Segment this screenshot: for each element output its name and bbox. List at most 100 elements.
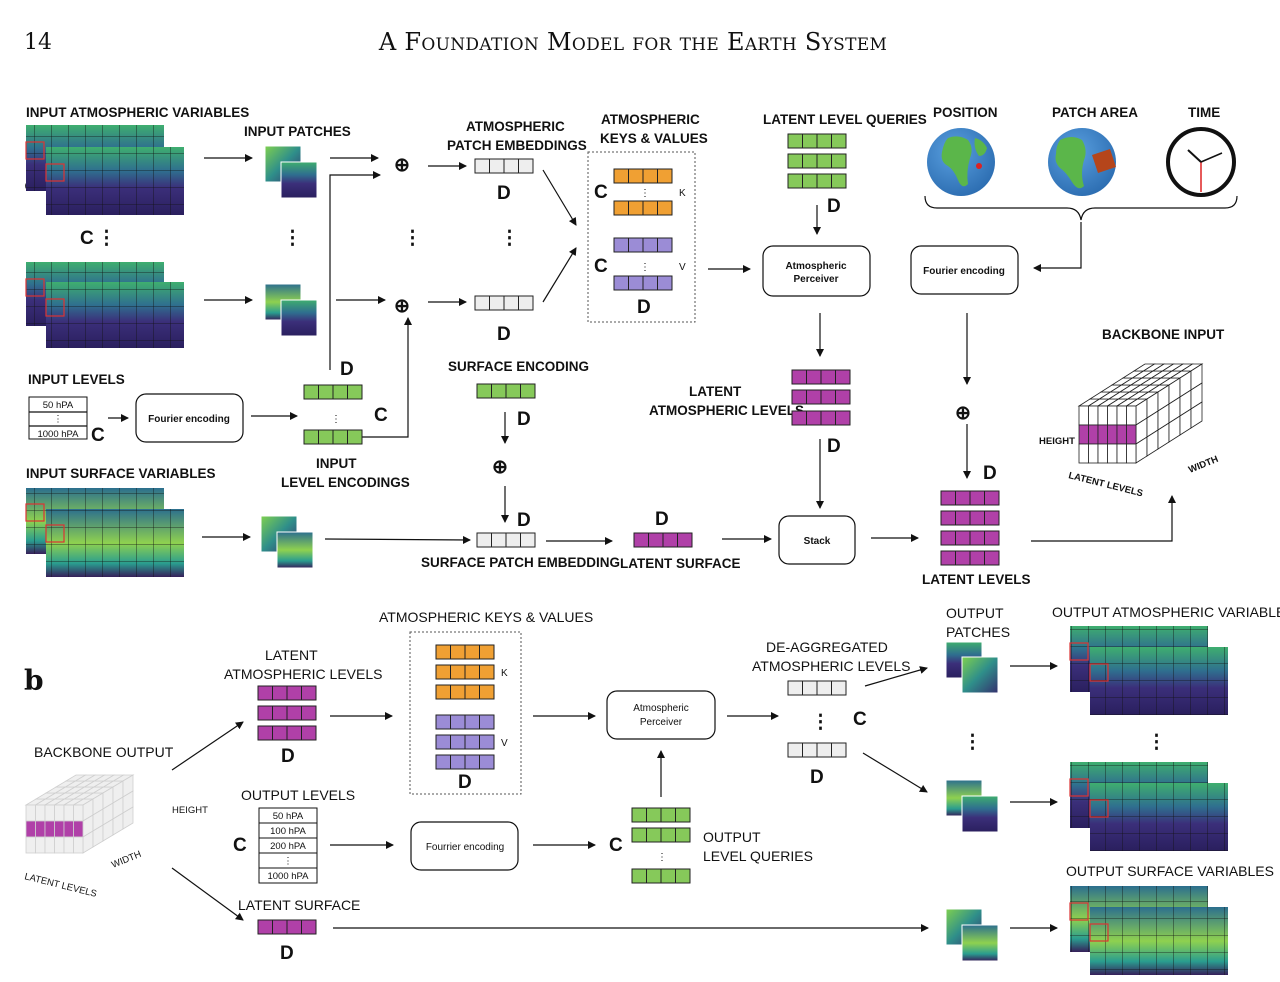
surface-patch-embedding-row <box>476 532 536 548</box>
grouping-brace <box>924 195 1238 221</box>
level-top-value: 50 hPA <box>43 400 74 411</box>
output-query-vector <box>631 868 691 884</box>
add-symbol: ⊕ <box>394 155 410 176</box>
globe-patch-area-icon <box>1048 128 1116 196</box>
output-atmospheric-map-bottom <box>1069 762 1228 851</box>
patch-embeddings-label-1: ATMOSPHERIC <box>466 119 565 134</box>
key-vector <box>435 684 495 700</box>
surface-embedding-vector <box>476 532 536 548</box>
dim-d-symbol: D <box>983 463 997 484</box>
output-levels-label: OUTPUT LEVELS <box>241 787 355 803</box>
key-vector <box>613 168 673 184</box>
input-level-encodings-stack <box>303 384 363 445</box>
surface-encoding-row <box>476 383 536 399</box>
decoder-perceiver-box <box>606 690 716 740</box>
output-level-queries-label-2: LEVEL QUERIES <box>703 848 813 864</box>
latent-level-vector <box>791 410 851 426</box>
output-level-queries-stack <box>631 807 691 884</box>
surface-encoding-label: SURFACE ENCODING <box>448 359 589 374</box>
output-atmospheric-map-top <box>1069 626 1228 715</box>
patch-embedding-vector <box>474 295 534 311</box>
output-query-vector <box>631 807 691 823</box>
backbone-input-label: BACKBONE INPUT <box>1102 327 1225 342</box>
channel-c-symbol: C <box>594 182 608 203</box>
input-atmospheric-map-bottom <box>25 262 184 348</box>
key-k-label: K <box>679 188 686 199</box>
latent-surface-vector <box>257 919 317 935</box>
output-surface-map <box>1069 886 1228 975</box>
atmospheric-perceiver-box <box>762 245 871 297</box>
dim-d-symbol: D <box>517 409 531 430</box>
out-cube-height-label: HEIGHT <box>172 805 208 816</box>
dim-d-symbol: D <box>637 297 651 318</box>
output-patch-bottom <box>945 779 999 833</box>
level-bottom-value: 1000 hPA <box>37 429 79 440</box>
output-surface-variables-label: OUTPUT SURFACE VARIABLES <box>1066 863 1274 879</box>
add-symbol: ⊕ <box>394 296 410 317</box>
latent-surface-vector <box>633 532 693 548</box>
latent-query-vector <box>787 153 847 169</box>
stack-box <box>778 515 856 565</box>
input-atmospheric-variables-label: INPUT ATMOSPHERIC VARIABLES <box>26 105 249 120</box>
input-patch-bottom <box>264 283 318 337</box>
latent-surface-label: LATENT SURFACE <box>620 556 741 571</box>
globe-position-icon <box>927 128 995 196</box>
output-level-queries-label-1: OUTPUT <box>703 829 761 845</box>
decoder-latent-surface-label: LATENT SURFACE <box>238 897 360 913</box>
dim-d-symbol: D <box>497 183 511 204</box>
value-vector <box>613 275 673 291</box>
cube-width-label: WIDTH <box>1187 454 1220 476</box>
vdots-symbol: ⋮ <box>53 414 63 425</box>
value-v-label: V <box>679 262 686 273</box>
patch-area-label: PATCH AREA <box>1052 105 1138 120</box>
surface-patch-embedding-label: SURFACE PATCH EMBEDDING <box>421 555 620 570</box>
key-k-label: K <box>501 668 508 679</box>
value-v-label: V <box>501 738 508 749</box>
vdots-symbol: ⋮ <box>1147 732 1166 753</box>
channel-c-symbol: C <box>80 228 94 249</box>
output-patch-top <box>945 641 999 694</box>
latent-atmospheric-levels-stack <box>791 369 851 426</box>
dim-d-symbol: D <box>458 772 472 793</box>
dim-d-symbol: D <box>517 510 531 531</box>
latent-levels-stack <box>940 490 1000 566</box>
keys-values-stack <box>613 168 673 291</box>
channel-c-symbol: C <box>609 835 623 856</box>
channel-c-symbol: C <box>233 835 247 856</box>
decoder-perceiver-label-1: Atmospheric <box>633 703 689 714</box>
input-levels-label: INPUT LEVELS <box>28 372 125 387</box>
time-label: TIME <box>1188 105 1220 120</box>
level-encoding-vector <box>303 384 363 400</box>
value-vector <box>435 754 495 770</box>
output-patches-label-1: OUTPUT <box>946 605 1004 621</box>
decoder-keys-values-box <box>409 631 522 795</box>
latent-level-vector <box>257 725 317 741</box>
output-level-value: ⋮ <box>283 856 293 867</box>
clock-time-icon <box>1166 127 1236 197</box>
decoder-keys-values-stack <box>435 644 495 770</box>
decoder-latent-atmospheric-levels-stack <box>257 685 317 741</box>
latent-atm-levels-label-2: ATMOSPHERIC LEVELS <box>649 403 804 418</box>
output-level-value: 100 hPA <box>270 826 306 837</box>
de-aggregated-stack <box>787 680 847 758</box>
de-aggregated-vector <box>787 742 847 758</box>
decoder-fourier-encoding-box <box>410 821 519 871</box>
level-encoding-vector <box>303 429 363 445</box>
fourier-encoding-label: Fourier encoding <box>923 266 1005 277</box>
latent-query-vector <box>787 173 847 189</box>
input-atmospheric-map-top <box>25 125 184 215</box>
latent-level-vector <box>257 705 317 721</box>
output-surface-patch <box>945 908 999 962</box>
fourier-encoding-label: Fourier encoding <box>148 414 230 425</box>
output-level-value: 200 hPA <box>270 841 306 852</box>
value-vector <box>435 714 495 730</box>
dec-latent-atm-label-1: LATENT <box>265 647 318 663</box>
vdots-symbol: ⋮ <box>657 852 667 863</box>
decoder-perceiver-label-2: Perceiver <box>640 717 683 728</box>
latent-level-vector <box>940 530 1000 546</box>
patch-embeddings-label-2: PATCH EMBEDDINGS <box>447 138 587 153</box>
out-cube-width-label: WIDTH <box>110 849 143 871</box>
patch-embedding-bottom <box>474 295 534 311</box>
